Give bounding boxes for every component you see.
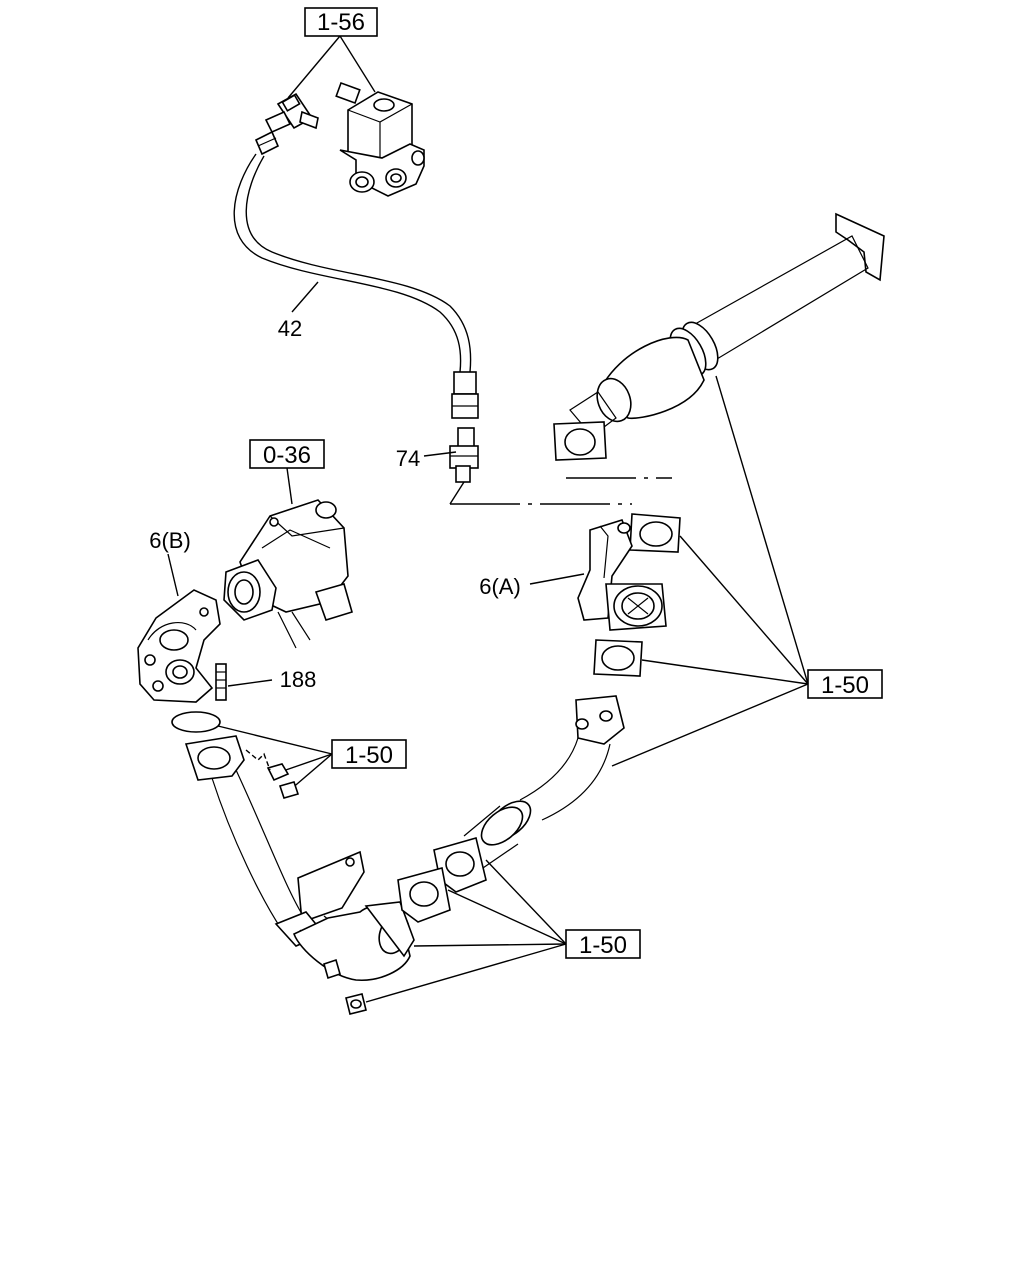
label-74: 74 bbox=[396, 446, 457, 471]
leader-lines-1-50-left bbox=[217, 725, 333, 791]
flange-gasket-2 bbox=[397, 867, 451, 923]
label-42: 42 bbox=[278, 281, 319, 341]
ref-0-36[interactable]: 0-36 bbox=[249, 439, 325, 469]
label-74-text: 74 bbox=[396, 446, 420, 471]
leader-lines-1-56 bbox=[287, 35, 376, 99]
leader-lines-1-50-bottom bbox=[365, 859, 567, 1003]
adapter-6b bbox=[137, 589, 221, 703]
label-188: 188 bbox=[227, 667, 317, 692]
center-pipe bbox=[463, 695, 625, 871]
stud-188 bbox=[215, 663, 227, 701]
gasket-square-3 bbox=[593, 639, 643, 677]
hose-connector-top bbox=[254, 92, 319, 156]
label-6a: 6(A) bbox=[479, 573, 585, 599]
gasket-square-1 bbox=[553, 421, 607, 461]
nuts-pair bbox=[245, 749, 300, 799]
label-188-text: 188 bbox=[280, 667, 317, 692]
leader-0-36 bbox=[286, 467, 293, 505]
adapter-6a bbox=[577, 519, 667, 631]
turbocharger bbox=[223, 499, 353, 649]
gasket-ring bbox=[171, 711, 221, 733]
ref-1-50-bottom[interactable]: 1-50 bbox=[565, 929, 641, 959]
exhaust-pipe-upper bbox=[569, 212, 885, 437]
ref-1-50-bottom-label: 1-50 bbox=[579, 932, 627, 959]
ref-1-50-left[interactable]: 1-50 bbox=[331, 739, 407, 769]
ref-1-50-right[interactable]: 1-50 bbox=[807, 669, 883, 699]
front-pipe-lower bbox=[184, 735, 415, 1015]
ref-0-36-label: 0-36 bbox=[263, 442, 311, 469]
label-6b-text: 6(B) bbox=[149, 528, 191, 553]
gasket-square-2 bbox=[629, 513, 681, 553]
label-42-text: 42 bbox=[278, 316, 302, 341]
ref-1-50-right-label: 1-50 bbox=[821, 672, 869, 699]
dash-connection-lines bbox=[450, 477, 672, 505]
ref-1-50-left-label: 1-50 bbox=[345, 742, 393, 769]
ref-1-56-label: 1-56 bbox=[317, 9, 365, 36]
label-6a-text: 6(A) bbox=[479, 574, 521, 599]
sensor-74 bbox=[449, 427, 479, 505]
hose-42 bbox=[233, 153, 479, 419]
leader-lines-1-50-right bbox=[611, 375, 809, 767]
ref-1-56[interactable]: 1-56 bbox=[304, 7, 378, 37]
label-6b: 6(B) bbox=[149, 528, 191, 597]
egr-valve bbox=[335, 81, 425, 197]
